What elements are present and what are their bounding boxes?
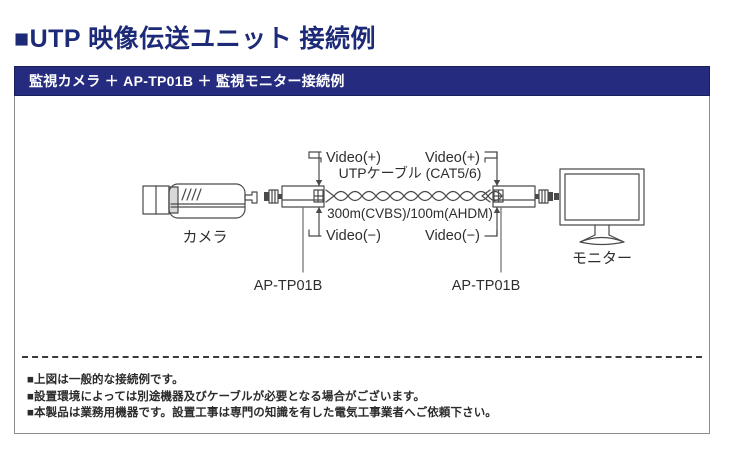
left-unit-label: AP-TP01B [254,278,323,294]
page-title: ■UTP 映像伝送ユニット 接続例 [14,25,377,53]
cable-title-label: UTPケーブル (CAT5/6) [339,165,482,181]
notes-divider [22,356,702,358]
camera-label: カメラ [182,229,227,246]
right-video-leaders [484,151,501,237]
panel-header-label: 監視カメラ ＋ AP-TP01B ＋ 監視モニター接続例 [29,73,345,89]
monitor-icon [554,168,645,246]
monitor-label: モニター [572,250,632,267]
video-minus-left-label: Video(−) [326,228,381,244]
panel-header-bar: 監視カメラ ＋ AP-TP01B ＋ 監視モニター接続例 [14,66,710,96]
video-plus-right-label: Video(+) [425,150,480,166]
note-line: ■上図は一般的な接続例です。 [27,374,184,386]
note-line: ■本製品は業務用機器です。設置工事は専門の知識を有した電気工事業者へご依頼下さい… [27,407,497,419]
cable-distance-label: 300m(CVBS)/100m(AHDM) [327,206,493,221]
left-video-leaders [308,151,323,237]
camera-icon [142,183,258,219]
right-unit-label: AP-TP01B [452,278,521,294]
video-plus-left-label: Video(+) [326,150,381,166]
right-balun-unit [492,185,553,208]
utp-cable [325,189,503,203]
left-balun-unit [264,185,325,208]
connection-diagram: カメラ [14,96,710,358]
connection-example-panel [14,66,710,434]
notes-block: ■上図は一般的な接続例です。 ■設置環境によっては別途機器及びケーブルが必要とな… [27,372,697,422]
video-minus-right-label: Video(−) [425,228,480,244]
note-line: ■設置環境によっては別途機器及びケーブルが必要となる場合がございます。 [27,390,426,403]
